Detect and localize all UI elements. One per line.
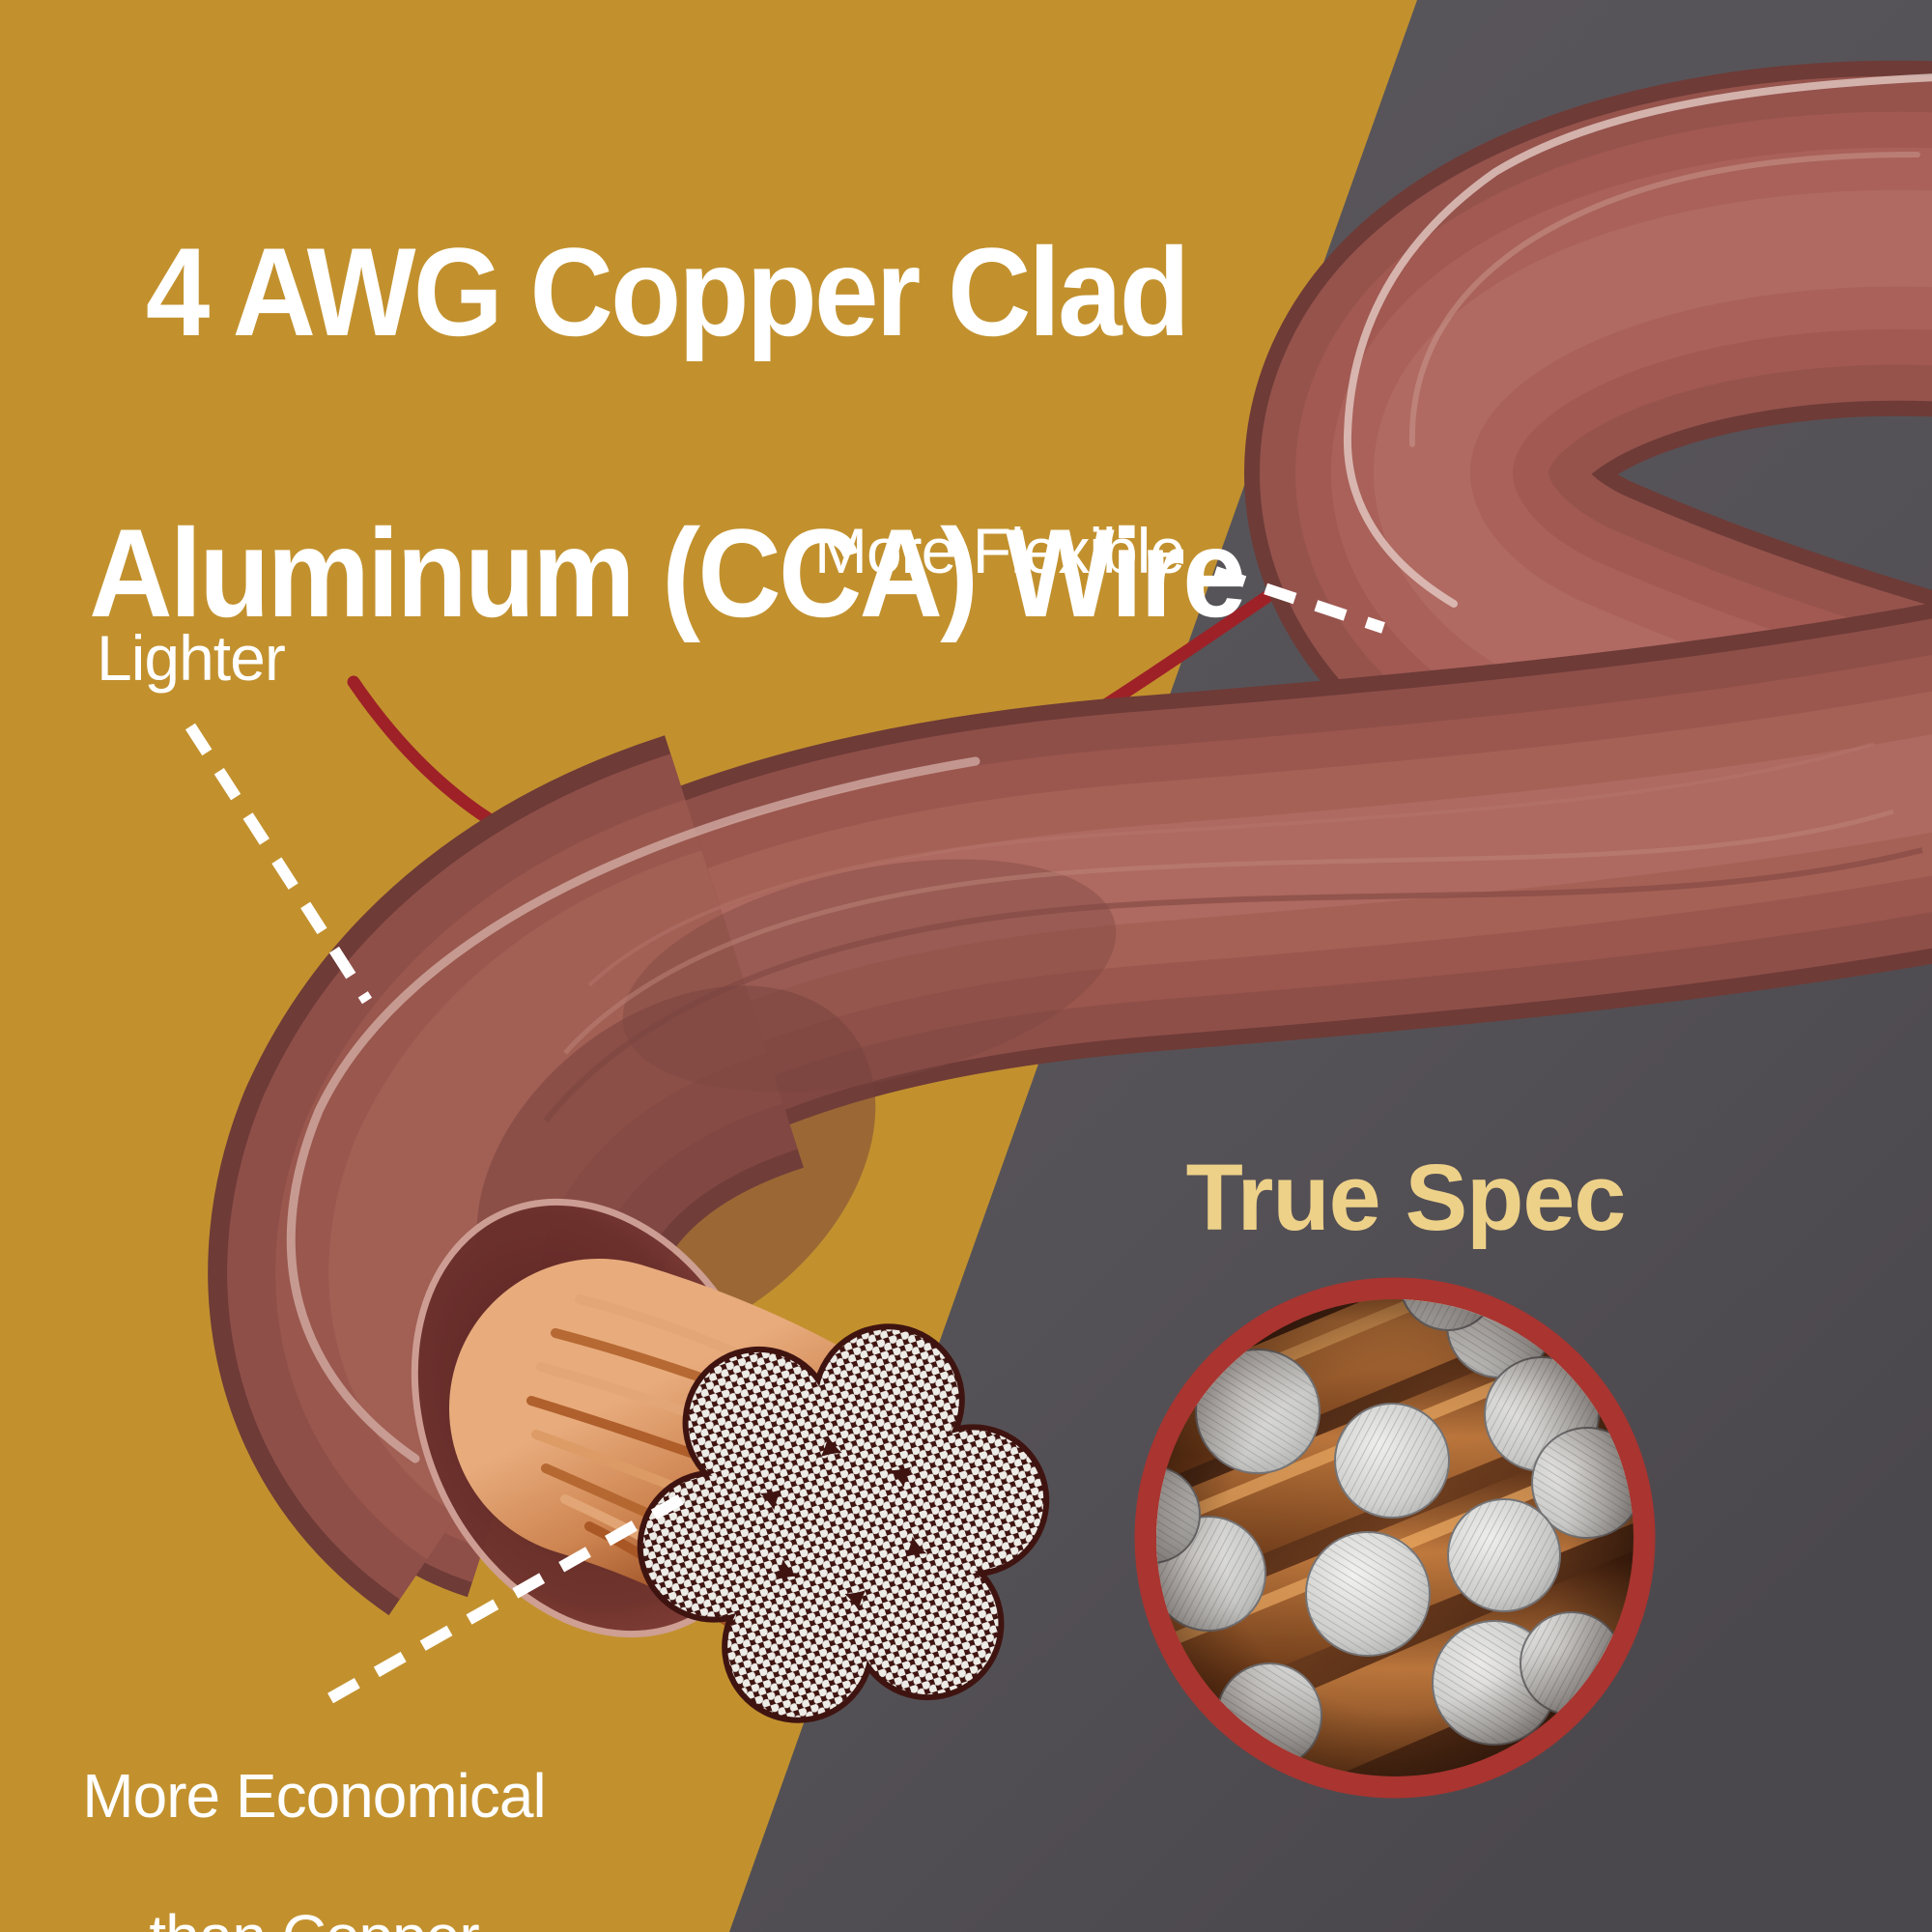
leader-line-lighter [185,723,373,1005]
callout-more-economical: More Economical than Copper [14,1690,613,1932]
page-title-line2: Aluminum (CCA) Wire [89,501,1246,643]
leader-lines [185,566,1385,1704]
inset-heading: True Spec [1185,1145,1627,1250]
leader-line-more-economical [327,1490,691,1704]
strand-cut-face [637,1323,1050,1723]
callout-more-economical-line1: More Economical [82,1760,546,1831]
wire-top-rim-highlight [1343,73,1932,608]
callout-more-economical-line2: than Copper [14,1902,613,1932]
page-title: 4 AWG Copper Clad Aluminum (CCA) Wire [75,81,1258,784]
leader-line-more-flexible [1213,566,1385,634]
true-spec-inset [1134,1277,1656,1799]
callout-lighter: Lighter [97,622,286,694]
callout-more-flexible: More Flexible [814,515,1185,586]
true-spec-inset-photo [1156,1299,1634,1776]
inset-ring [1134,1277,1656,1799]
page-title-line1: 4 AWG Copper Clad [145,220,1190,362]
wire-elbow-rim-highlight [286,756,980,1463]
